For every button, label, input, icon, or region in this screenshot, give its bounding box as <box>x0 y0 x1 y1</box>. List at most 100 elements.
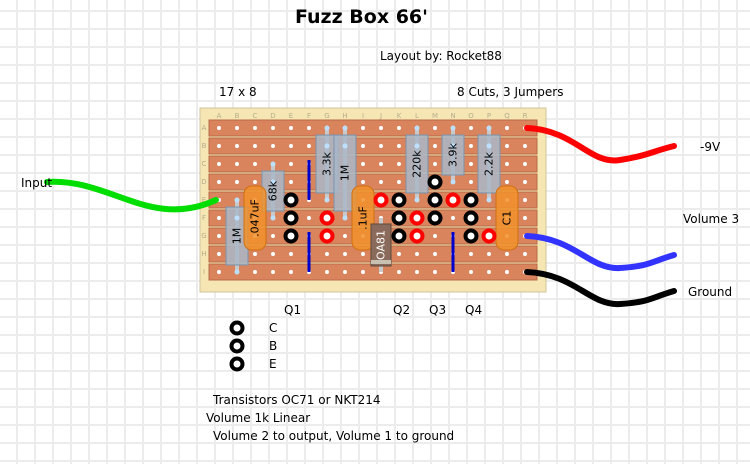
capacitor-body <box>243 185 267 251</box>
pinout-pad <box>229 338 245 354</box>
hole <box>397 144 401 148</box>
hole <box>469 252 473 256</box>
jumper-pad <box>445 192 461 208</box>
hole <box>217 216 221 220</box>
hole <box>271 234 275 238</box>
hole <box>433 234 437 238</box>
hole <box>271 270 275 274</box>
lead-end <box>234 197 240 203</box>
hole <box>235 162 239 166</box>
capacitor-label: .1uF <box>357 206 370 230</box>
hole <box>469 270 473 274</box>
hole <box>523 162 527 166</box>
capacitor-body <box>495 185 519 251</box>
hole <box>325 252 329 256</box>
hole <box>433 252 437 256</box>
column-letter: A <box>217 112 222 120</box>
hole <box>361 144 365 148</box>
cuts-jumpers-count: 8 Cuts, 3 Jumpers <box>457 85 564 99</box>
lead-end <box>324 143 330 149</box>
lead-end <box>234 269 240 275</box>
transistor-pad <box>427 192 443 208</box>
hole <box>361 270 365 274</box>
hole <box>271 126 275 130</box>
resistor-label: 2.2k <box>483 151 496 175</box>
hole <box>217 162 221 166</box>
resistor-body <box>441 134 465 176</box>
transistor-pad <box>463 228 479 244</box>
hole <box>415 270 419 274</box>
hole <box>379 180 383 184</box>
lead-end <box>234 215 240 221</box>
hole <box>253 162 257 166</box>
hole <box>253 252 257 256</box>
column-letter: E <box>289 112 293 120</box>
hole <box>505 252 509 256</box>
row-letter: A <box>202 124 207 132</box>
transistor-pad <box>427 210 443 226</box>
hole <box>415 252 419 256</box>
hole <box>307 126 311 130</box>
capacitor-body <box>351 185 375 251</box>
column-letter: R <box>523 112 528 120</box>
resistor-label: 220k <box>411 150 424 178</box>
resistor-label: 1M <box>231 228 244 245</box>
hole <box>253 144 257 148</box>
jumper-pad <box>319 228 335 244</box>
hole <box>307 144 311 148</box>
lead-end <box>450 179 456 185</box>
input-wire <box>44 178 219 213</box>
hole <box>433 126 437 130</box>
column-letter: I <box>362 112 364 120</box>
hole <box>325 270 329 274</box>
lead-end <box>450 143 456 149</box>
hole <box>289 126 293 130</box>
ground-wire <box>524 269 677 308</box>
hole <box>217 180 221 184</box>
hole <box>361 180 365 184</box>
page-title: Fuzz Box 66' <box>295 6 428 28</box>
power-label: -9V <box>700 140 721 154</box>
lead-end <box>414 125 420 131</box>
hole <box>289 180 293 184</box>
jumper-pad <box>373 192 389 208</box>
column-letter: N <box>450 112 455 120</box>
hole <box>217 126 221 130</box>
hole <box>253 180 257 184</box>
hole <box>217 144 221 148</box>
hole <box>235 144 239 148</box>
diode-body <box>370 223 392 267</box>
hole <box>523 252 527 256</box>
board-size: 17 x 8 <box>219 85 257 99</box>
hole <box>235 126 239 130</box>
hole <box>487 216 491 220</box>
hole <box>379 126 383 130</box>
lead-end <box>324 197 330 203</box>
row-letter: I <box>203 268 205 276</box>
capacitor-label: .047uF <box>249 199 262 237</box>
hole <box>343 252 347 256</box>
hole <box>397 270 401 274</box>
power-wire <box>524 125 677 164</box>
pin-c-label: C <box>269 321 278 335</box>
jumper-pad <box>409 228 425 244</box>
q1-label: Q1 <box>284 303 302 317</box>
resistor-label: 3.3k <box>321 151 334 175</box>
hole <box>433 270 437 274</box>
lead-end <box>270 161 276 167</box>
jumper-pad <box>409 210 425 226</box>
transistor-pad <box>283 192 299 208</box>
transistor-pad <box>283 228 299 244</box>
hole <box>505 144 509 148</box>
hole <box>361 162 365 166</box>
lead-end <box>414 143 420 149</box>
column-letter: J <box>379 112 382 120</box>
hole <box>217 234 221 238</box>
pinout-pad <box>229 356 245 372</box>
hole <box>307 216 311 220</box>
hole <box>523 180 527 184</box>
hole <box>397 126 401 130</box>
author-credit: Layout by: Rocket88 <box>380 49 502 63</box>
resistor-label: 68k <box>267 180 280 201</box>
